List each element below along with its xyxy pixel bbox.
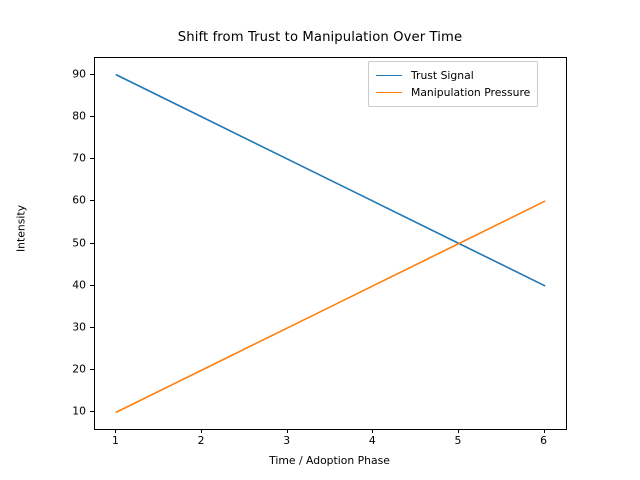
x-tick-mark [201, 429, 203, 433]
x-axis-label: Time / Adoption Phase [269, 454, 390, 467]
legend-item[interactable]: Manipulation Pressure [376, 84, 530, 101]
legend-item[interactable]: Trust Signal [376, 67, 530, 84]
x-tick-label: 3 [283, 434, 291, 447]
y-tick-mark [90, 368, 94, 370]
y-tick-mark [90, 200, 94, 202]
y-tick-label: 80 [72, 109, 86, 123]
x-tick-label: 4 [368, 434, 376, 447]
x-tick-mark [115, 429, 117, 433]
x-tick-label: 5 [454, 434, 462, 447]
x-tick-mark [457, 429, 459, 433]
y-axis-label: Intensity [14, 205, 28, 252]
legend-label: Trust Signal [411, 69, 474, 82]
y-tick-label: 50 [72, 236, 86, 249]
legend-color-swatch [376, 75, 402, 76]
y-tick-mark [90, 242, 94, 244]
x-tick-label: 2 [197, 434, 205, 447]
y-tick-label: 10 [72, 404, 86, 418]
plot-area [94, 57, 567, 430]
legend-color-swatch [376, 92, 402, 93]
y-tick-label: 90 [72, 67, 86, 81]
x-tick-label: 6 [540, 434, 548, 447]
line-series-trust-signal [115, 74, 546, 287]
y-tick-mark [90, 284, 94, 286]
x-tick-mark [286, 429, 288, 433]
y-tick-label: 60 [72, 193, 86, 207]
x-tick-mark [372, 429, 374, 433]
y-tick-mark [90, 411, 94, 413]
y-tick-label: 70 [72, 151, 86, 165]
y-tick-label: 20 [72, 362, 86, 376]
y-tick-mark [90, 116, 94, 118]
legend-label: Manipulation Pressure [411, 86, 531, 99]
x-tick-label: 1 [111, 434, 119, 447]
chart-title: Shift from Trust to Manipulation Over Ti… [177, 30, 463, 45]
x-tick-mark [543, 429, 545, 433]
y-tick-label: 40 [72, 278, 86, 292]
y-tick-mark [90, 73, 94, 75]
y-tick-label: 30 [72, 320, 86, 334]
plot-lines [115, 74, 546, 413]
y-tick-mark [90, 326, 94, 328]
line-series-manipulation-pressure [115, 200, 546, 413]
y-tick-mark [90, 158, 94, 160]
